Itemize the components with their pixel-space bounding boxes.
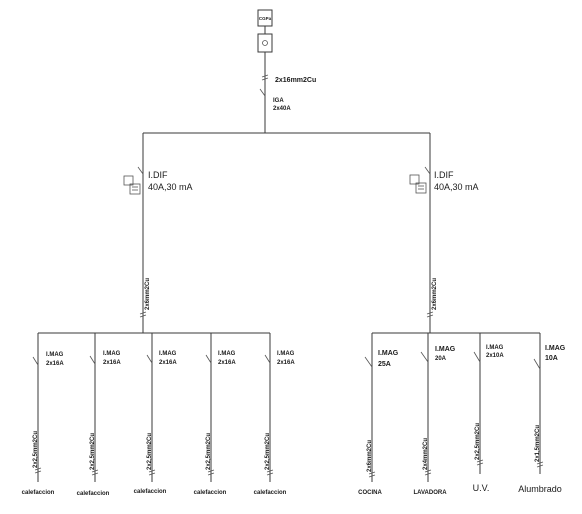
rcd-test-box bbox=[409, 174, 420, 185]
differential-right: I.DIF 40A,30 mA 2x6mm2Cu bbox=[372, 133, 540, 334]
circuit-4: I.MAG 2x16A 2x2,5mm2Cu calefaccion bbox=[194, 333, 236, 496]
breaker-label-1: I.MAG bbox=[46, 352, 64, 358]
circuit-3: I.MAG 2x16A 2x2,5mm2Cu calefaccion bbox=[134, 333, 177, 495]
breaker-label-1: I.MAG bbox=[277, 351, 295, 357]
circuit-name: calefaccion bbox=[134, 489, 167, 495]
breaker-label-1: I.MAG bbox=[218, 351, 236, 357]
breaker-label-2: 2x16A bbox=[159, 360, 177, 366]
differential-left: I.DIF 40A,30 mA 2x6mm2Cu bbox=[38, 133, 270, 334]
main-feed: 2x16mm2Cu IGA 2x40A bbox=[143, 52, 430, 134]
cable-label: 2x2,5mm2Cu bbox=[90, 433, 96, 470]
meter-label: CGPa bbox=[259, 16, 272, 21]
fuse-box bbox=[257, 33, 273, 53]
circuit-9: I.MAG 10A 2x1,5mm2Cu Alumbrado bbox=[518, 333, 566, 494]
breaker-switch bbox=[32, 356, 39, 366]
rcd-cable-label: 2x6mm2Cu bbox=[432, 278, 438, 310]
breaker-switch bbox=[473, 351, 481, 363]
cable-label: 2x2,5mm2Cu bbox=[33, 431, 39, 468]
rcd-switch bbox=[137, 166, 144, 175]
breaker-switch bbox=[364, 356, 373, 368]
rcd-cable-label: 2x6mm2Cu bbox=[145, 278, 151, 310]
rcd-label-2: 40A,30 mA bbox=[434, 182, 479, 192]
circuit-name: LAVADORA bbox=[413, 490, 447, 496]
rcd-label-1: I.DIF bbox=[434, 170, 454, 180]
circuit-name: calefaccion bbox=[77, 491, 110, 497]
rcd-coil-box bbox=[129, 183, 141, 195]
cable-label: 2x2,5mm2Cu bbox=[147, 433, 153, 470]
breaker-switch bbox=[146, 354, 153, 364]
circuit-name: calefaccion bbox=[254, 490, 287, 496]
main-breaker-label-1: IGA bbox=[273, 98, 284, 104]
circuit-7: I.MAG 20A 2x4mm2Cu LAVADORA bbox=[413, 333, 456, 496]
breaker-label-2: 2x16A bbox=[277, 360, 295, 366]
circuit-1: I.MAG 2x16A 2x2,5mm2Cu calefaccion bbox=[22, 333, 64, 496]
cable-label: 2x6mm2Cu bbox=[367, 440, 373, 472]
breaker-label-2: 10A bbox=[545, 355, 558, 362]
circuit-6: I.MAG 25A 2x6mm2Cu COCINA bbox=[358, 333, 399, 496]
breaker-label-2: 2x16A bbox=[103, 360, 121, 366]
rcd-label-1: I.DIF bbox=[148, 170, 168, 180]
breaker-label-2: 25A bbox=[378, 361, 391, 368]
fuse-symbol bbox=[262, 40, 268, 46]
circuit-8: I.MAG 2x10A 2x2,5mm2Cu U.V. bbox=[473, 333, 504, 493]
breaker-label-1: I.MAG bbox=[103, 351, 121, 357]
circuit-name: calefaccion bbox=[22, 490, 55, 496]
breaker-label-1: I.MAG bbox=[545, 345, 566, 352]
circuit-2: I.MAG 2x16A 2x2,5mm2Cu calefaccion bbox=[77, 333, 121, 497]
main-breaker-label-2: 2x40A bbox=[273, 106, 291, 112]
cable-tick bbox=[261, 74, 269, 78]
breaker-label-2: 20A bbox=[435, 356, 447, 362]
circuit-name: U.V. bbox=[473, 483, 490, 493]
breaker-label-1: I.MAG bbox=[159, 351, 177, 357]
breaker-label-2: 2x16A bbox=[46, 361, 64, 367]
breaker-switch bbox=[420, 351, 429, 363]
breaker-label-1: I.MAG bbox=[435, 346, 456, 353]
cable-label: 2x2,5mm2Cu bbox=[475, 423, 481, 460]
cable-label: 2x1,5mm2Cu bbox=[535, 425, 541, 462]
circuit-name: Alumbrado bbox=[518, 484, 562, 494]
breaker-label-1: I.MAG bbox=[378, 350, 399, 357]
cable-label: 2x4mm2Cu bbox=[423, 438, 429, 470]
cable-label: 2x2,5mm2Cu bbox=[206, 433, 212, 470]
rcd-test-box bbox=[123, 175, 134, 186]
breaker-switch bbox=[205, 354, 212, 364]
breaker-label-2: 2x16A bbox=[218, 360, 236, 366]
rcd-coil-box bbox=[415, 182, 427, 194]
breaker-label-1: I.MAG bbox=[486, 345, 504, 351]
main-cable-label: 2x16mm2Cu bbox=[275, 77, 316, 84]
meter-assembly: CGPa bbox=[257, 9, 273, 53]
breaker-switch bbox=[533, 358, 541, 370]
circuit-name: COCINA bbox=[358, 490, 382, 496]
main-breaker-switch bbox=[259, 88, 266, 97]
circuit-5: I.MAG 2x16A 2x2,5mm2Cu calefaccion bbox=[254, 333, 295, 496]
breaker-label-2: 2x10A bbox=[486, 353, 504, 359]
rcd-label-2: 40A,30 mA bbox=[148, 182, 193, 192]
circuit-name: calefaccion bbox=[194, 490, 227, 496]
cable-label: 2x2,5mm2Cu bbox=[265, 433, 271, 470]
cable-tick bbox=[261, 77, 269, 81]
breaker-switch bbox=[89, 355, 96, 365]
breaker-switch bbox=[264, 354, 271, 364]
rcd-switch bbox=[424, 166, 431, 175]
